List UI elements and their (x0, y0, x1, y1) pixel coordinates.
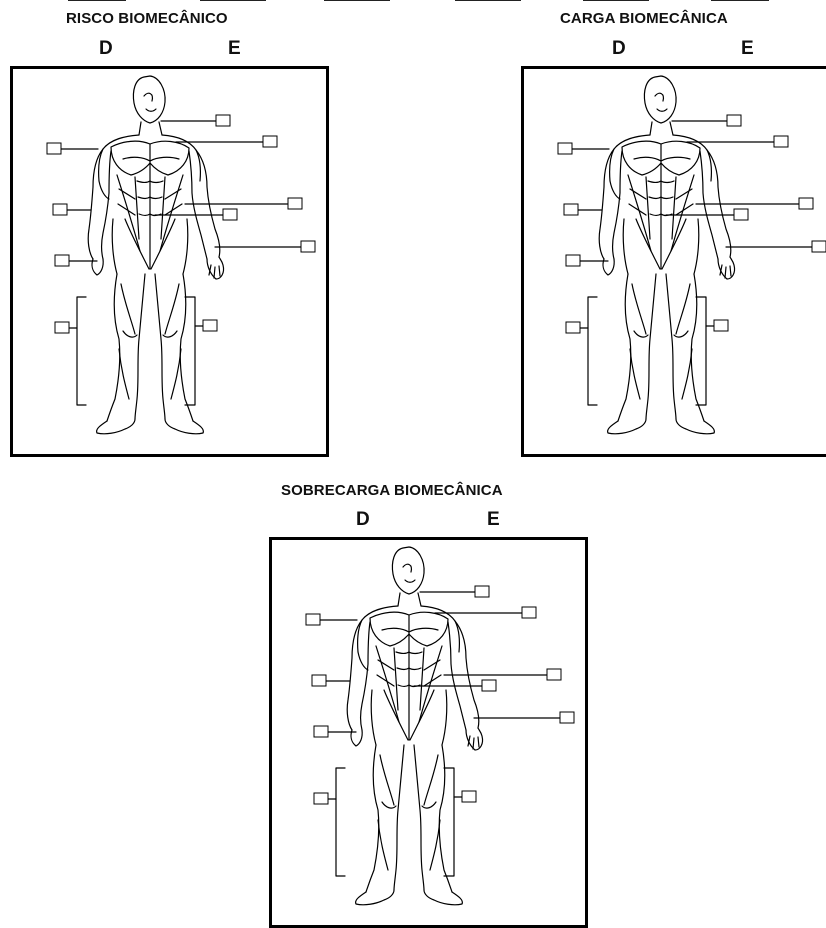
checkbox-elbow-right[interactable] (53, 204, 67, 215)
top-blank-line (324, 0, 390, 5)
checkbox-neck[interactable] (216, 115, 230, 126)
checkbox-leg-right[interactable] (566, 322, 580, 333)
risco-left-side-label: E (228, 38, 241, 60)
risco-title: RISCO BIOMECÂNICO (66, 10, 228, 27)
risco-right-side-label: D (99, 38, 113, 60)
checkbox-hand-left[interactable] (812, 241, 826, 252)
checkbox-shoulder-left[interactable] (263, 136, 277, 147)
sobrecarga-body-panel (269, 537, 588, 928)
checkbox-trunk[interactable] (734, 209, 748, 220)
carga-right-side-label: D (612, 38, 626, 60)
checkbox-hand-left[interactable] (560, 712, 574, 723)
checkbox-hand-left[interactable] (301, 241, 315, 252)
top-blank-line (68, 0, 126, 5)
checkbox-elbow-left[interactable] (799, 198, 813, 209)
checkbox-trunk[interactable] (223, 209, 237, 220)
checkbox-shoulder-right[interactable] (47, 143, 61, 154)
checkbox-elbow-right[interactable] (564, 204, 578, 215)
sobrecarga-right-side-label: D (356, 509, 370, 531)
body-figure (524, 69, 826, 457)
checkbox-leg-left[interactable] (714, 320, 728, 331)
checkbox-hand-right[interactable] (314, 726, 328, 737)
carga-left-side-label: E (741, 38, 754, 60)
checkbox-hand-right[interactable] (55, 255, 69, 266)
checkbox-neck[interactable] (727, 115, 741, 126)
checkbox-leg-left[interactable] (203, 320, 217, 331)
checkbox-shoulder-left[interactable] (522, 607, 536, 618)
top-blank-line (583, 0, 649, 5)
checkbox-trunk[interactable] (482, 680, 496, 691)
body-figure (13, 69, 329, 457)
top-blank-line (711, 0, 769, 5)
top-blank-line (455, 0, 521, 5)
checkbox-leg-right[interactable] (55, 322, 69, 333)
checkbox-neck[interactable] (475, 586, 489, 597)
checkbox-shoulder-right[interactable] (306, 614, 320, 625)
sobrecarga-left-side-label: E (487, 509, 500, 531)
checkbox-shoulder-right[interactable] (558, 143, 572, 154)
checkbox-leg-left[interactable] (462, 791, 476, 802)
checkbox-elbow-left[interactable] (288, 198, 302, 209)
sobrecarga-title: SOBRECARGA BIOMECÂNICA (281, 482, 503, 499)
checkbox-hand-right[interactable] (566, 255, 580, 266)
checkbox-shoulder-left[interactable] (774, 136, 788, 147)
checkbox-elbow-left[interactable] (547, 669, 561, 680)
carga-body-panel (521, 66, 826, 457)
top-blank-line (200, 0, 266, 5)
carga-title: CARGA BIOMECÂNICA (560, 10, 728, 27)
body-figure (272, 540, 588, 928)
checkbox-elbow-right[interactable] (312, 675, 326, 686)
risco-body-panel (10, 66, 329, 457)
checkbox-leg-right[interactable] (314, 793, 328, 804)
